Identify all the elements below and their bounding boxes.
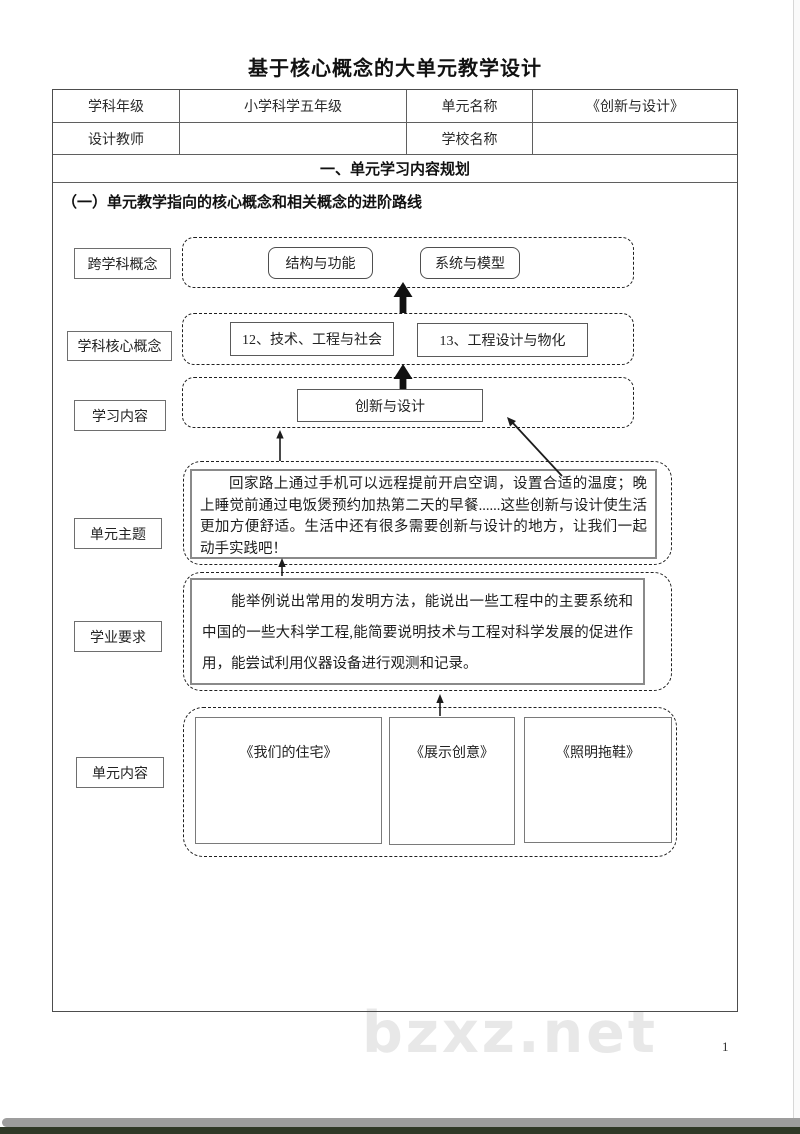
table-row: 学科年级 小学科学五年级 单元名称 《创新与设计》 xyxy=(53,90,737,123)
academic-req-textbox: 能举例说出常用的发明方法，能说出一些工程中的主要系统和中国的一些大科学工程,能简… xyxy=(190,578,645,685)
box-lesson-lighted-slippers: 《照明拖鞋》 xyxy=(524,717,672,843)
section-title: 一、单元学习内容规划 xyxy=(53,155,737,183)
unit-theme-textbox: 回家路上通过手机可以远程提前开启空调，设置合适的温度；晚上睡觉前通过电饭煲预约加… xyxy=(190,469,657,559)
cell-unit-name-label: 单元名称 xyxy=(407,90,533,122)
academic-req-container xyxy=(183,572,672,691)
cell-subject-grade-value: 小学科学五年级 xyxy=(180,90,407,122)
unit-content-container xyxy=(183,707,677,857)
box-lesson-show-creativity: 《展示创意》 xyxy=(389,717,515,845)
box-engineering-design: 13、工程设计与物化 xyxy=(417,323,588,357)
box-system-model: 系统与模型 xyxy=(420,247,520,279)
page-number: 1 xyxy=(722,1039,729,1054)
box-innovation-design: 创新与设计 xyxy=(297,389,483,422)
label-academic-req: 学业要求 xyxy=(74,621,162,652)
label-learning-content: 学习内容 xyxy=(74,400,166,431)
cell-school-value xyxy=(533,123,737,154)
label-core-concepts: 学科核心概念 xyxy=(67,331,172,361)
page-right-edge xyxy=(793,0,800,1118)
label-unit-content: 单元内容 xyxy=(76,757,164,788)
window-bottom-bar xyxy=(0,1127,800,1134)
unit-theme-container xyxy=(183,461,672,565)
cell-school-label: 学校名称 xyxy=(407,123,533,154)
info-table: 学科年级 小学科学五年级 单元名称 《创新与设计》 设计教师 学校名称 一、单元… xyxy=(52,89,738,1012)
cell-unit-name-value: 《创新与设计》 xyxy=(586,100,684,115)
diagram-heading: （一）单元教学指向的核心概念和相关概念的进阶路线 xyxy=(62,195,423,211)
label-cross-concepts: 跨学科概念 xyxy=(74,248,171,279)
box-tech-engineering-society: 12、技术、工程与社会 xyxy=(230,322,394,356)
horizontal-scrollbar[interactable] xyxy=(2,1118,800,1127)
box-lesson-our-house: 《我们的住宅》 xyxy=(195,717,382,844)
unit-theme-text: 回家路上通过手机可以远程提前开启空调，设置合适的温度；晚上睡觉前通过电饭煲预约加… xyxy=(200,476,647,557)
cell-designer-label: 设计教师 xyxy=(53,123,180,154)
cross-concepts-container xyxy=(182,237,634,288)
cell-designer-value xyxy=(180,123,407,154)
document-title: 基于核心概念的大单元教学设计 xyxy=(248,58,542,80)
label-unit-theme: 单元主题 xyxy=(74,518,162,549)
cell-subject-grade-label: 学科年级 xyxy=(53,90,180,122)
table-row: 设计教师 学校名称 xyxy=(53,123,737,155)
academic-req-text: 能举例说出常用的发明方法，能说出一些工程中的主要系统和中国的一些大科学工程,能简… xyxy=(202,594,633,672)
box-structure-function: 结构与功能 xyxy=(268,247,373,279)
